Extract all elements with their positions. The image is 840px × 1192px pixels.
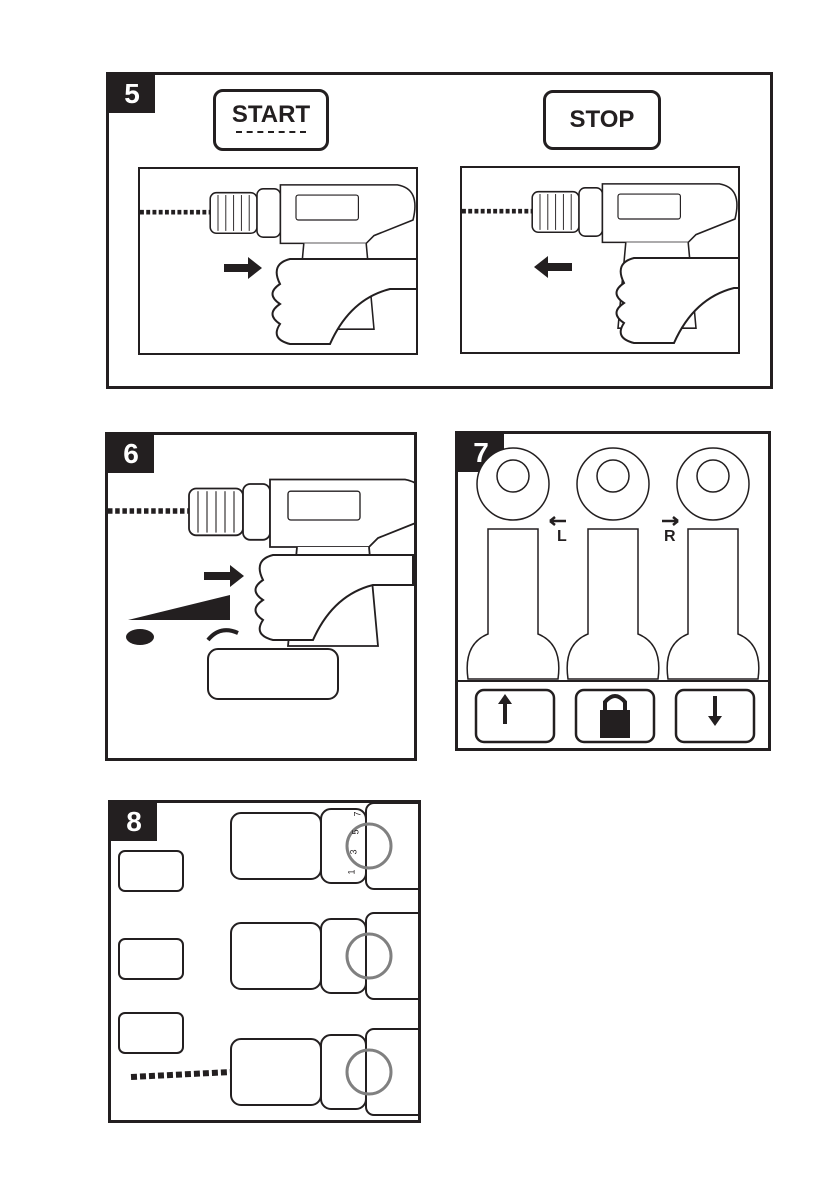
stop-drill-illustration (460, 166, 740, 354)
dial-number-7: 7 (352, 811, 363, 817)
drill-rear-view-right (666, 447, 760, 680)
drill-bit-icon (236, 131, 306, 139)
chuck-bottom (230, 1028, 418, 1116)
dial-number-5: 5 (350, 829, 361, 835)
push-arrow-icon (204, 565, 244, 587)
start-drill-illustration (138, 167, 418, 355)
rabbit-icon (206, 628, 239, 642)
speed-ramp-icon (128, 595, 230, 620)
reverse-screw-icon (474, 688, 556, 744)
chuck-top (230, 803, 418, 890)
start-label: START (231, 101, 311, 128)
release-arrow-icon (534, 256, 572, 278)
stop-label: STOP (569, 106, 635, 133)
step-8-panel: 8 1 3 5 7 (108, 800, 421, 1123)
step-number: 6 (108, 435, 154, 473)
step-number: 7 (458, 434, 504, 472)
drill-rear-view-left (466, 447, 560, 680)
large-screw-icon (118, 938, 184, 980)
small-screw-icon (118, 850, 184, 892)
drill-bit-icon (118, 1012, 184, 1054)
step-6-panel: 6 (105, 432, 417, 761)
stop-button-illustration: STOP (543, 90, 661, 150)
drill-rear-view-center (566, 447, 660, 680)
start-button-illustration: START (213, 89, 329, 151)
left-arrow-icon (549, 516, 566, 526)
right-arrow-icon (662, 516, 679, 526)
dial-number-3: 3 (348, 849, 359, 855)
step-number: 8 (111, 803, 157, 841)
battery-pack (207, 648, 339, 700)
right-direction-label: R (664, 528, 676, 545)
left-direction-label: L (557, 528, 567, 545)
push-arrow-icon (224, 257, 262, 279)
step-number: 5 (109, 75, 155, 113)
dial-number-1: 1 (346, 869, 357, 875)
turtle-icon (126, 629, 154, 645)
step-7-panel: 7 L R (455, 431, 771, 751)
step-5-panel: 5 START STOP (106, 72, 773, 389)
